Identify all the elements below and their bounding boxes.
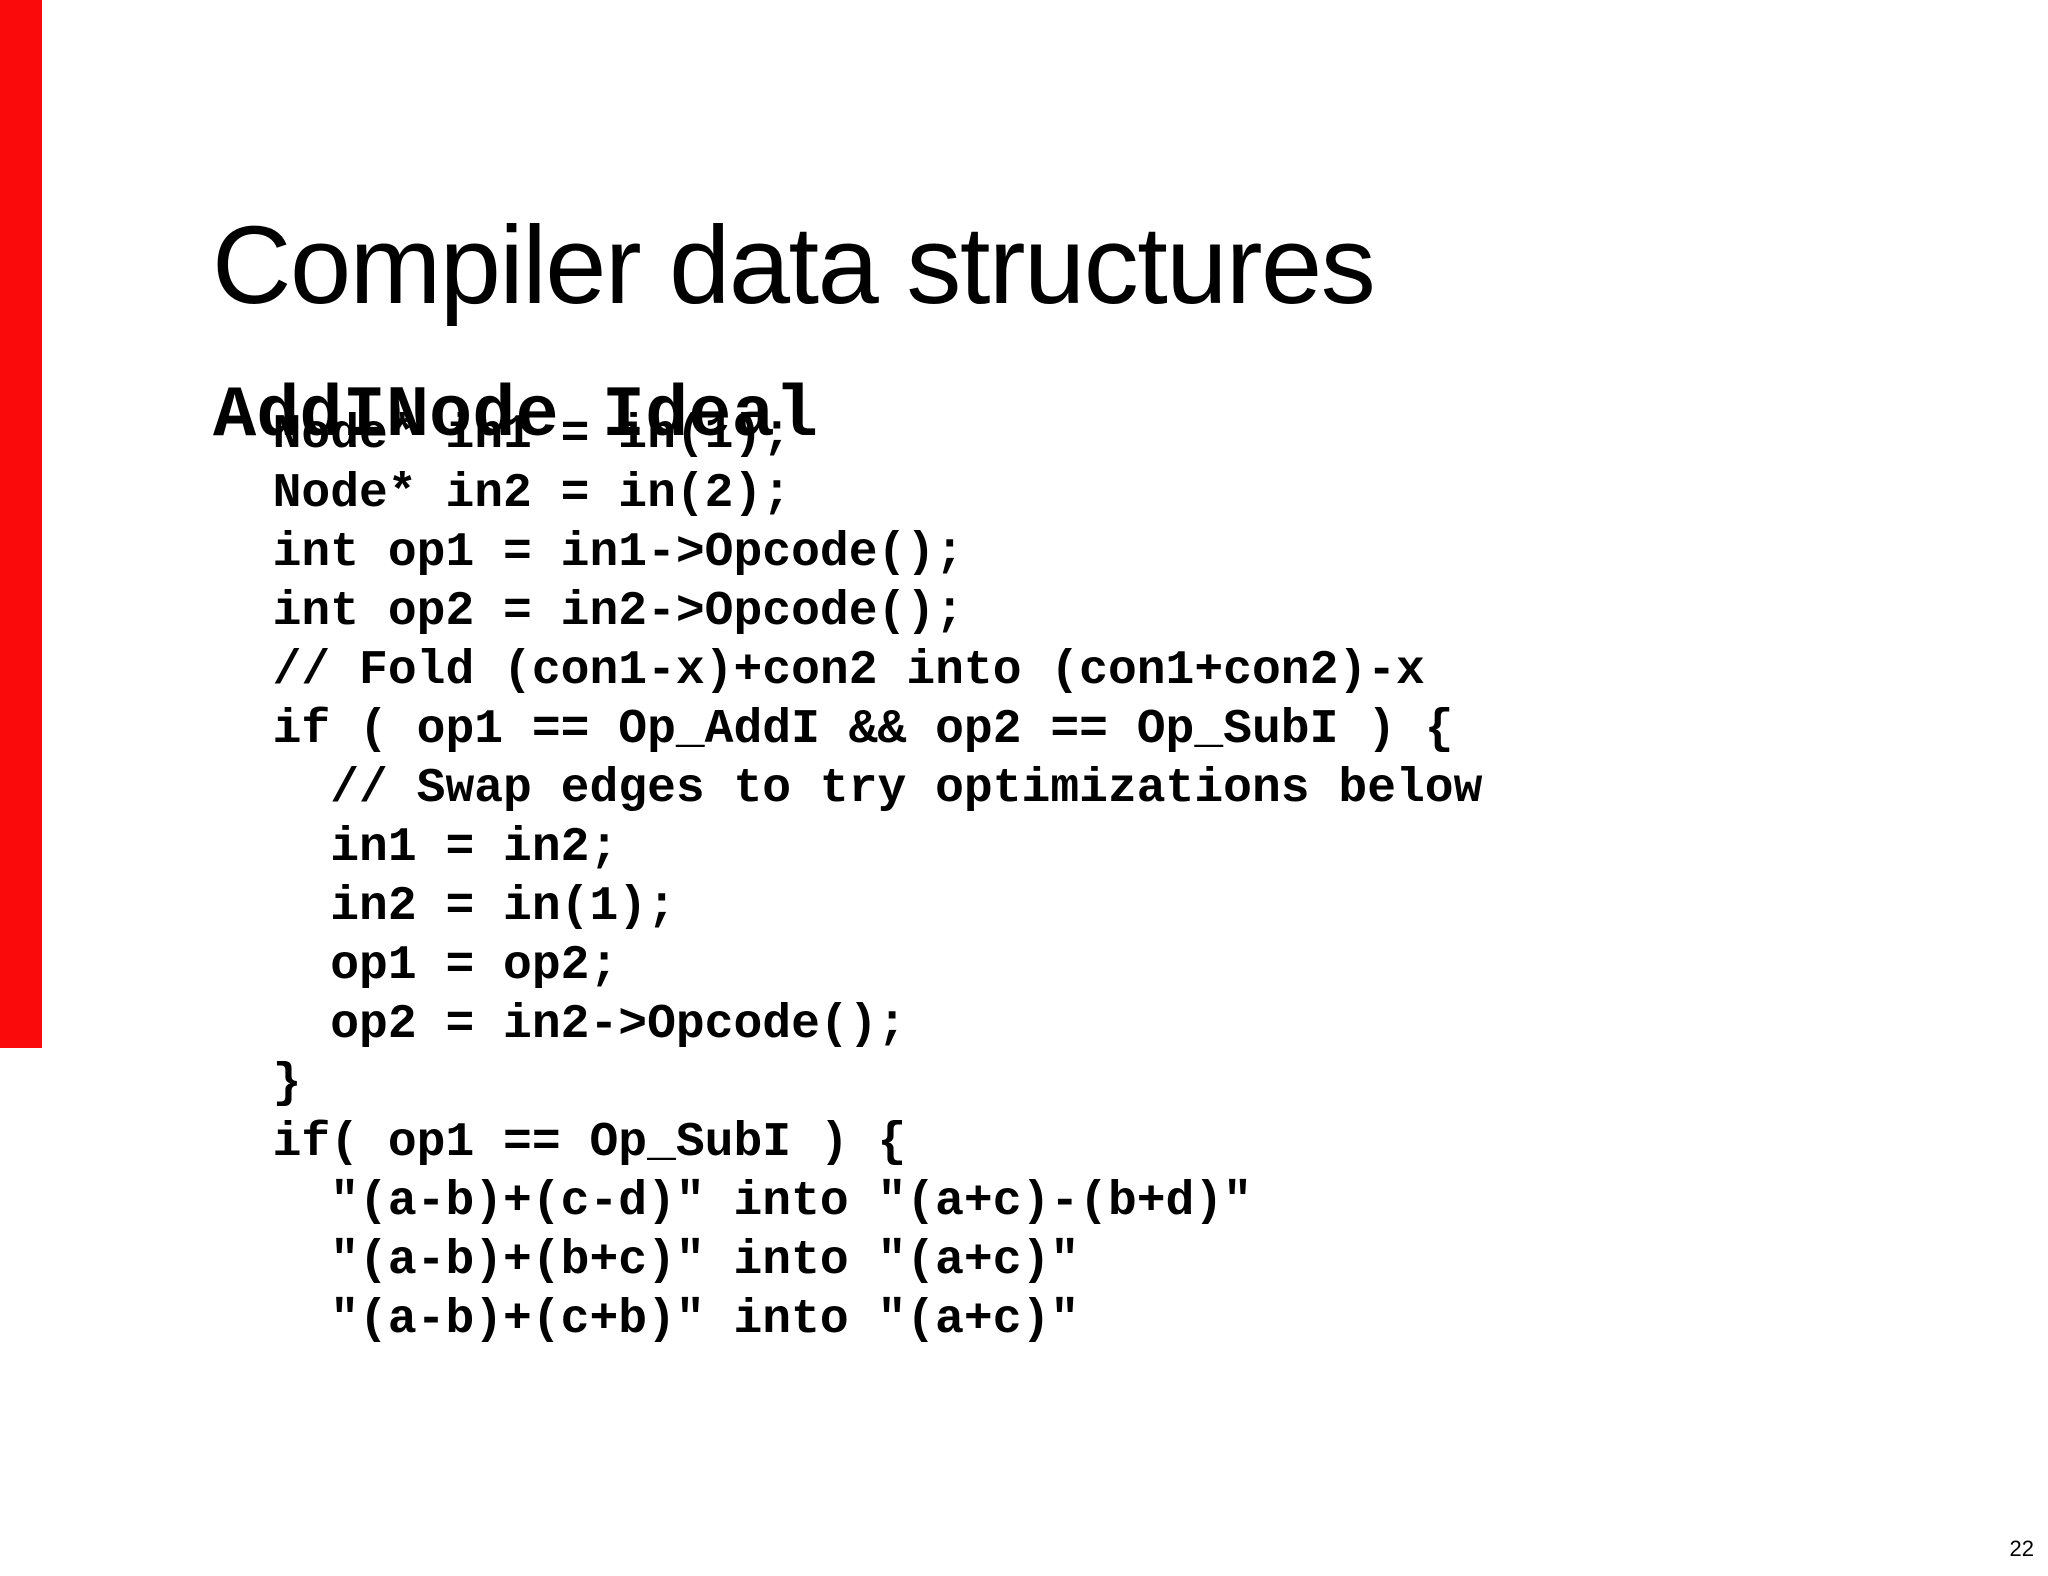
code-line: Node* in2 = in(2); [215,467,792,521]
code-line: if( op1 == Op_SubI ) { [215,1116,907,1170]
page-number: 22 [2009,1536,2034,1561]
code-line: op1 = op2; [215,939,619,993]
code-line: int op1 = in1->Opcode(); [215,526,964,580]
code-line: // Swap edges to try optimizations below [215,762,1483,816]
code-block: Node* in1 = in(1); Node* in2 = in(2); in… [215,406,1483,1350]
slide-heading: AddINode Ideal [213,374,818,457]
code-line: Node* in1 = in(1); [215,408,792,462]
code-line: "(a-b)+(c-d)" into "(a+c)-(b+d)" [215,1175,1252,1229]
code-line: if ( op1 == Op_AddI && op2 == Op_SubI ) … [215,703,1454,757]
code-line: // Fold (con1-x)+con2 into (con1+con2)-x [215,644,1425,698]
slide-title: Compiler data structures [212,203,1376,327]
code-line: op2 = in2->Opcode(); [215,998,907,1052]
code-line: } [215,1057,302,1111]
code-line: "(a-b)+(c+b)" into "(a+c)" [215,1293,1080,1347]
code-line: in2 = in(1); [215,880,676,934]
code-line: int op2 = in2->Opcode(); [215,585,964,639]
left-accent-bar [0,0,42,1048]
code-line: "(a-b)+(b+c)" into "(a+c)" [215,1234,1080,1288]
code-line: in1 = in2; [215,821,619,875]
